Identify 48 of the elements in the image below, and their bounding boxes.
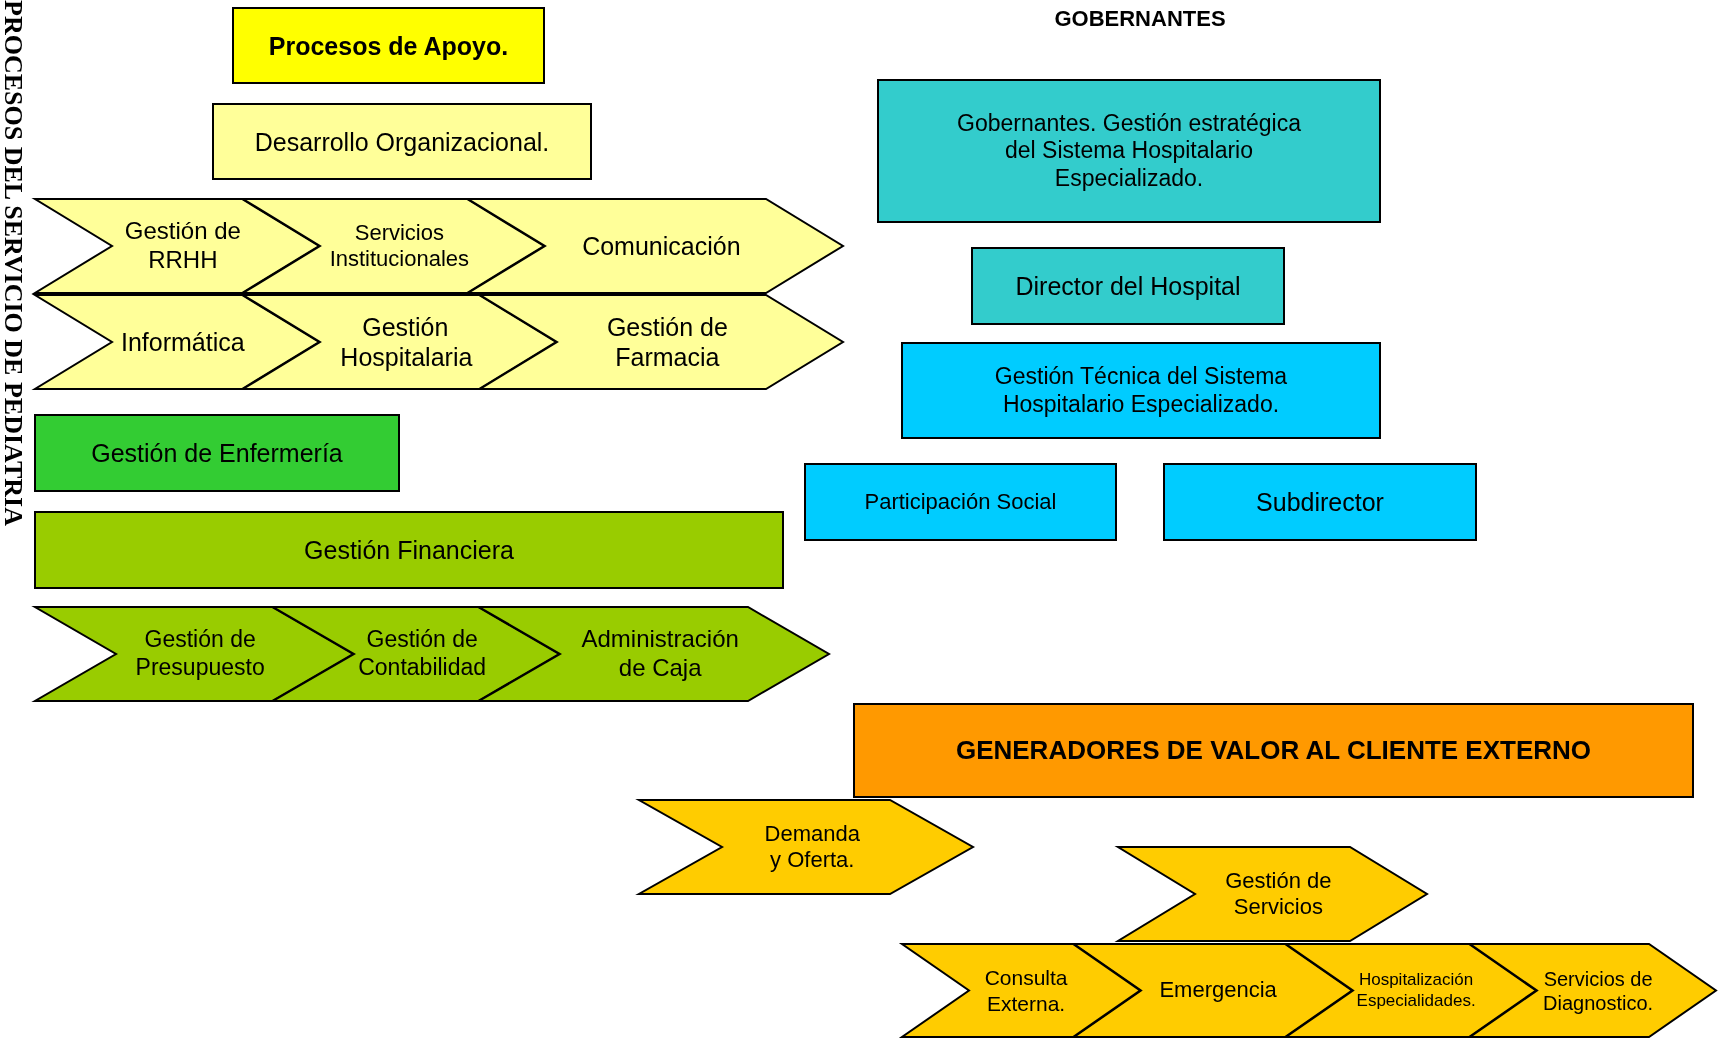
process-box (34, 511, 784, 589)
process-step (479, 294, 844, 390)
process-label: GENERADORES DE VALOR AL CLIENTE EXTERNO (955, 734, 1592, 767)
process-step (638, 799, 974, 895)
process-step (1073, 943, 1353, 1038)
process-label: Gestión de Enfermería (91, 438, 343, 468)
process-label: Gestión de Servicios (1224, 867, 1333, 921)
process-step (1285, 943, 1537, 1038)
process-label: Servicios Institucionales (328, 219, 471, 273)
process-label: Gestión Hospitalaria (340, 312, 471, 372)
process-label: Gestión de Contabilidad (357, 626, 488, 682)
process-label: Director del Hospital (1015, 271, 1241, 301)
process-label: Gobernantes. Gestión estratégica del Sistema Hospitalario Especializado. (956, 109, 1302, 193)
process-label: Gestión de Presupuesto (135, 626, 266, 682)
process-label: Subdirector (1256, 487, 1384, 517)
process-label: Servicios de Diagnostico. (1542, 966, 1655, 1015)
process-box (804, 463, 1117, 541)
process-label: Administración de Caja (580, 625, 740, 683)
process-box (901, 342, 1381, 439)
vertical-title: PROCESOS DEL SERVICIO DE PEDIATRIA (0, 0, 26, 526)
process-box (853, 703, 1694, 798)
process-label: Gestión Técnica del Sistema Hospitalario Especializado. (993, 362, 1289, 419)
process-step (242, 198, 545, 294)
process-box (34, 414, 400, 492)
process-step (34, 606, 354, 702)
process-box (212, 103, 592, 180)
process-label: Emergencia (1159, 977, 1277, 1004)
process-box (232, 7, 545, 84)
section-heading: GOBERNANTES (1053, 6, 1227, 32)
process-label: Hospitalización Especialidades. (1355, 970, 1477, 1011)
process-label: Participación Social (864, 488, 1057, 516)
process-step (34, 198, 320, 294)
process-label: Informática (121, 327, 245, 357)
process-step (467, 198, 844, 294)
process-box (877, 79, 1381, 223)
process-box (1163, 463, 1477, 541)
process-label: Gestión Financiera (304, 535, 514, 565)
process-label: Desarrollo Organizacional. (254, 126, 550, 157)
process-label: Comunicación (582, 231, 741, 261)
process-label: Procesos de Apoyo. (268, 30, 509, 61)
process-box (971, 247, 1285, 325)
process-step (1117, 846, 1428, 942)
process-label: Gestión de RRHH (123, 217, 242, 275)
process-step (901, 943, 1141, 1038)
process-label: Gestión de Farmacia (605, 312, 729, 372)
process-step (34, 294, 320, 390)
process-label: Consulta Externa. (983, 965, 1069, 1016)
process-label: Demanda y Oferta. (763, 820, 861, 874)
